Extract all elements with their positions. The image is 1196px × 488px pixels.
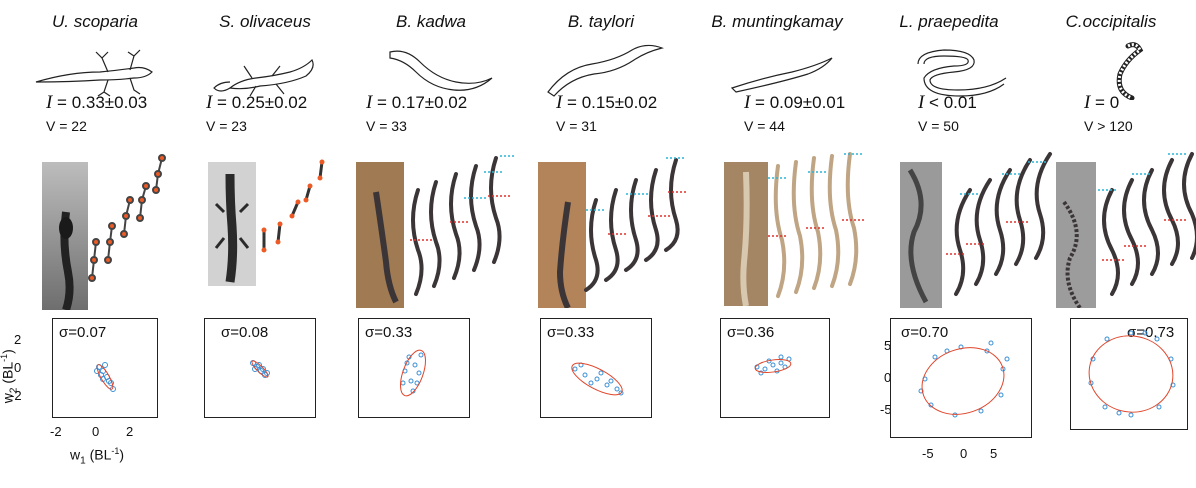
- sigma-label: σ=0.33: [365, 324, 413, 341]
- pose-sequence: [1098, 152, 1196, 296]
- species-name: B. kadwa: [396, 12, 466, 31]
- i-value: I < 0.01: [918, 92, 977, 113]
- i-value: I = 0.17±0.02: [366, 92, 468, 113]
- phase-plot: σ=0.70: [890, 318, 1032, 438]
- v-value: V = 23: [206, 118, 247, 134]
- y-tick-5-right: 5: [884, 338, 892, 353]
- y-tick-0: 0: [14, 360, 22, 375]
- lizard-sketch: [213, 58, 314, 97]
- skink-photo: [356, 162, 404, 308]
- x-tick-neg2: -2: [50, 424, 62, 439]
- y-tick-0-right: 0: [884, 370, 892, 385]
- pose-sequence: [584, 157, 686, 292]
- x-axis-label: w1 (BL-1): [70, 446, 125, 467]
- lizard-photo: [42, 162, 88, 310]
- scatter-cloud: [571, 362, 624, 396]
- v-value: V = 33: [366, 118, 407, 134]
- i-value: I = 0.15±0.02: [556, 92, 658, 113]
- panel-u-scoparia: U. scoparia I = 0.33±0.03 V = 22 σ=0.07: [10, 0, 180, 488]
- scatter-cloud: [400, 349, 426, 397]
- v-value: V = 22: [46, 118, 87, 134]
- x-tick-0-right: 0: [960, 446, 968, 461]
- phase-plot: σ=0.36: [720, 318, 830, 418]
- sigma-label: σ=0.08: [221, 324, 269, 341]
- i-value: I = 0.25±0.02: [206, 92, 308, 113]
- snake-photo: [1056, 162, 1096, 308]
- sigma-label: σ=0.07: [59, 324, 107, 341]
- species-name: C.occipitalis: [1065, 12, 1157, 31]
- species-name: B. taylori: [567, 12, 635, 31]
- panel-b-kadwa: B. kadwa I = 0.17±0.02 V = 33 σ=0.33: [346, 0, 516, 488]
- skink-photo: [724, 162, 768, 306]
- x-tick-2: 2: [126, 424, 134, 439]
- phase-plot: σ=0.33: [358, 318, 470, 418]
- panel-s-olivaceus: S. olivaceus I = 0.25±0.02 V = 23 σ=0.08: [180, 0, 350, 488]
- pose-sequence: [946, 152, 1052, 296]
- sigma-label: σ=0.70: [901, 324, 949, 341]
- panel-l-praepedita: L. praepedita I < 0.01 V = 50 σ=0.70: [864, 0, 1052, 488]
- v-value: V = 44: [744, 118, 785, 134]
- scatter-cloud: [1088, 330, 1176, 418]
- panel-c-occipitalis: C.occipitalis I = 0 V > 120 σ=0.73: [1026, 0, 1196, 488]
- skink-photo: [538, 162, 586, 308]
- pose-sequence: [410, 155, 514, 296]
- species-name: S. olivaceus: [219, 12, 311, 31]
- i-value: I = 0.33±0.03: [46, 92, 148, 113]
- x-tick-neg5-right: -5: [922, 446, 934, 461]
- species-name: L. praepedita: [899, 12, 999, 31]
- phase-plot: σ=0.33: [540, 318, 652, 418]
- v-value: V = 31: [556, 118, 597, 134]
- phase-plot: σ=0.07: [52, 318, 158, 418]
- panel-b-muntingkamay: B. muntingkamay I = 0.09±0.01 V = 44 σ=0…: [692, 0, 864, 488]
- lizard-photo: [900, 162, 942, 308]
- v-value: V = 50: [918, 118, 959, 134]
- panel-b-taylori: B. taylori I = 0.15±0.02 V = 31 σ=0.33: [516, 0, 686, 488]
- phase-plot: σ=0.08: [204, 318, 316, 418]
- i-value: I = 0: [1084, 92, 1120, 113]
- snake-sketch: [1116, 42, 1144, 100]
- scatter-cloud: [918, 340, 1010, 418]
- pose-sequence: [768, 152, 864, 298]
- species-name: U. scoparia: [52, 12, 138, 31]
- species-name: B. muntingkamay: [711, 12, 843, 31]
- i-value: I = 0.09±0.01: [744, 92, 846, 113]
- lizard-sketch: [35, 49, 153, 97]
- v-value: V > 120: [1084, 118, 1133, 134]
- phase-plot: σ=0.73: [1070, 318, 1188, 430]
- y-tick-neg5-right: -5: [880, 402, 892, 417]
- scatter-cloud: [250, 360, 270, 378]
- lizard-photo: [208, 162, 256, 286]
- skink-sketch: [730, 57, 833, 93]
- skink-sketch: [547, 44, 665, 97]
- x-tick-5-right: 5: [990, 446, 998, 461]
- skink-sketch: [389, 50, 493, 91]
- scatter-cloud: [754, 354, 792, 376]
- x-tick-0: 0: [92, 424, 100, 439]
- y-tick-2: 2: [14, 332, 22, 347]
- sigma-label: σ=0.36: [727, 324, 775, 341]
- scatter-cloud: [94, 362, 116, 392]
- legless-lizard-sketch: [917, 49, 1007, 97]
- sigma-label: σ=0.33: [547, 324, 595, 341]
- pose-sequence: [88, 154, 166, 282]
- pose-sequence: [261, 159, 325, 253]
- y-tick-neg2: -2: [10, 388, 22, 403]
